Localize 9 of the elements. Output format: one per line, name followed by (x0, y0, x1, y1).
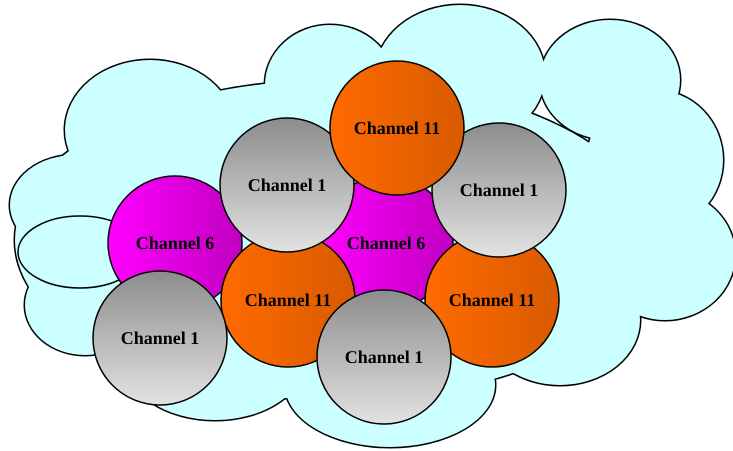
channel-label: Channel 1 (344, 347, 424, 367)
channel-label: Channel 1 (460, 180, 538, 200)
channel-label: Channel 11 (354, 118, 440, 138)
channel-label: Channel 1 (120, 328, 200, 348)
channel-label: Channel 6 (346, 233, 426, 253)
channel-label: Channel 6 (136, 233, 214, 253)
channel-label: Channel 11 (448, 290, 536, 310)
channel-label: Channel 1 (248, 175, 326, 195)
channel-label: Channel 11 (244, 290, 332, 310)
